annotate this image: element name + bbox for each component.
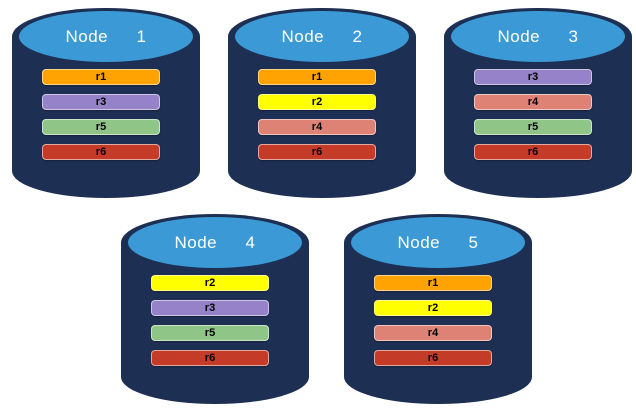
database-node-5: Node 5 r1 r2 r4 r6 bbox=[344, 214, 532, 404]
partition-bar-r6: r6 bbox=[258, 144, 376, 160]
partition-bar-r3: r3 bbox=[42, 94, 160, 110]
partition-bar-r4: r4 bbox=[474, 94, 592, 110]
partition-bar-r4: r4 bbox=[258, 119, 376, 135]
partition-bar-r3: r3 bbox=[151, 300, 269, 316]
cylinder-lid: Node 4 bbox=[128, 217, 302, 268]
database-node-1: Node 1 r1 r3 r5 r6 bbox=[12, 8, 200, 198]
partition-list: r2 r3 r5 r6 bbox=[151, 275, 269, 366]
partition-bar-r6: r6 bbox=[42, 144, 160, 160]
node-title: Node 5 bbox=[397, 232, 479, 252]
partition-bar-r6: r6 bbox=[151, 350, 269, 366]
partition-bar-r6: r6 bbox=[474, 144, 592, 160]
cylinder-lid: Node 2 bbox=[235, 11, 409, 62]
cylinder-lid: Node 1 bbox=[19, 11, 193, 62]
partition-bar-r1: r1 bbox=[374, 275, 492, 291]
cylinder-lid: Node 5 bbox=[351, 217, 525, 268]
database-node-3: Node 3 r3 r4 r5 r6 bbox=[444, 8, 632, 198]
partition-bar-r1: r1 bbox=[42, 69, 160, 85]
database-node-2: Node 2 r1 r2 r4 r6 bbox=[228, 8, 416, 198]
partition-list: r1 r3 r5 r6 bbox=[42, 69, 160, 160]
partition-bar-r3: r3 bbox=[474, 69, 592, 85]
node-title: Node 4 bbox=[174, 232, 256, 252]
partition-bar-r2: r2 bbox=[258, 94, 376, 110]
partition-bar-r6: r6 bbox=[374, 350, 492, 366]
partition-bar-r1: r1 bbox=[258, 69, 376, 85]
cylinder-lid: Node 3 bbox=[451, 11, 625, 62]
partition-bar-r5: r5 bbox=[474, 119, 592, 135]
node-title: Node 1 bbox=[65, 26, 147, 46]
partition-bar-r5: r5 bbox=[151, 325, 269, 341]
partition-bar-r2: r2 bbox=[151, 275, 269, 291]
partition-bar-r4: r4 bbox=[374, 325, 492, 341]
node-title: Node 2 bbox=[281, 26, 363, 46]
partition-list: r1 r2 r4 r6 bbox=[374, 275, 492, 366]
node-title: Node 3 bbox=[497, 26, 579, 46]
partition-list: r1 r2 r4 r6 bbox=[258, 69, 376, 160]
partition-bar-r5: r5 bbox=[42, 119, 160, 135]
partition-bar-r2: r2 bbox=[374, 300, 492, 316]
partition-list: r3 r4 r5 r6 bbox=[474, 69, 592, 160]
database-node-4: Node 4 r2 r3 r5 r6 bbox=[121, 214, 309, 404]
